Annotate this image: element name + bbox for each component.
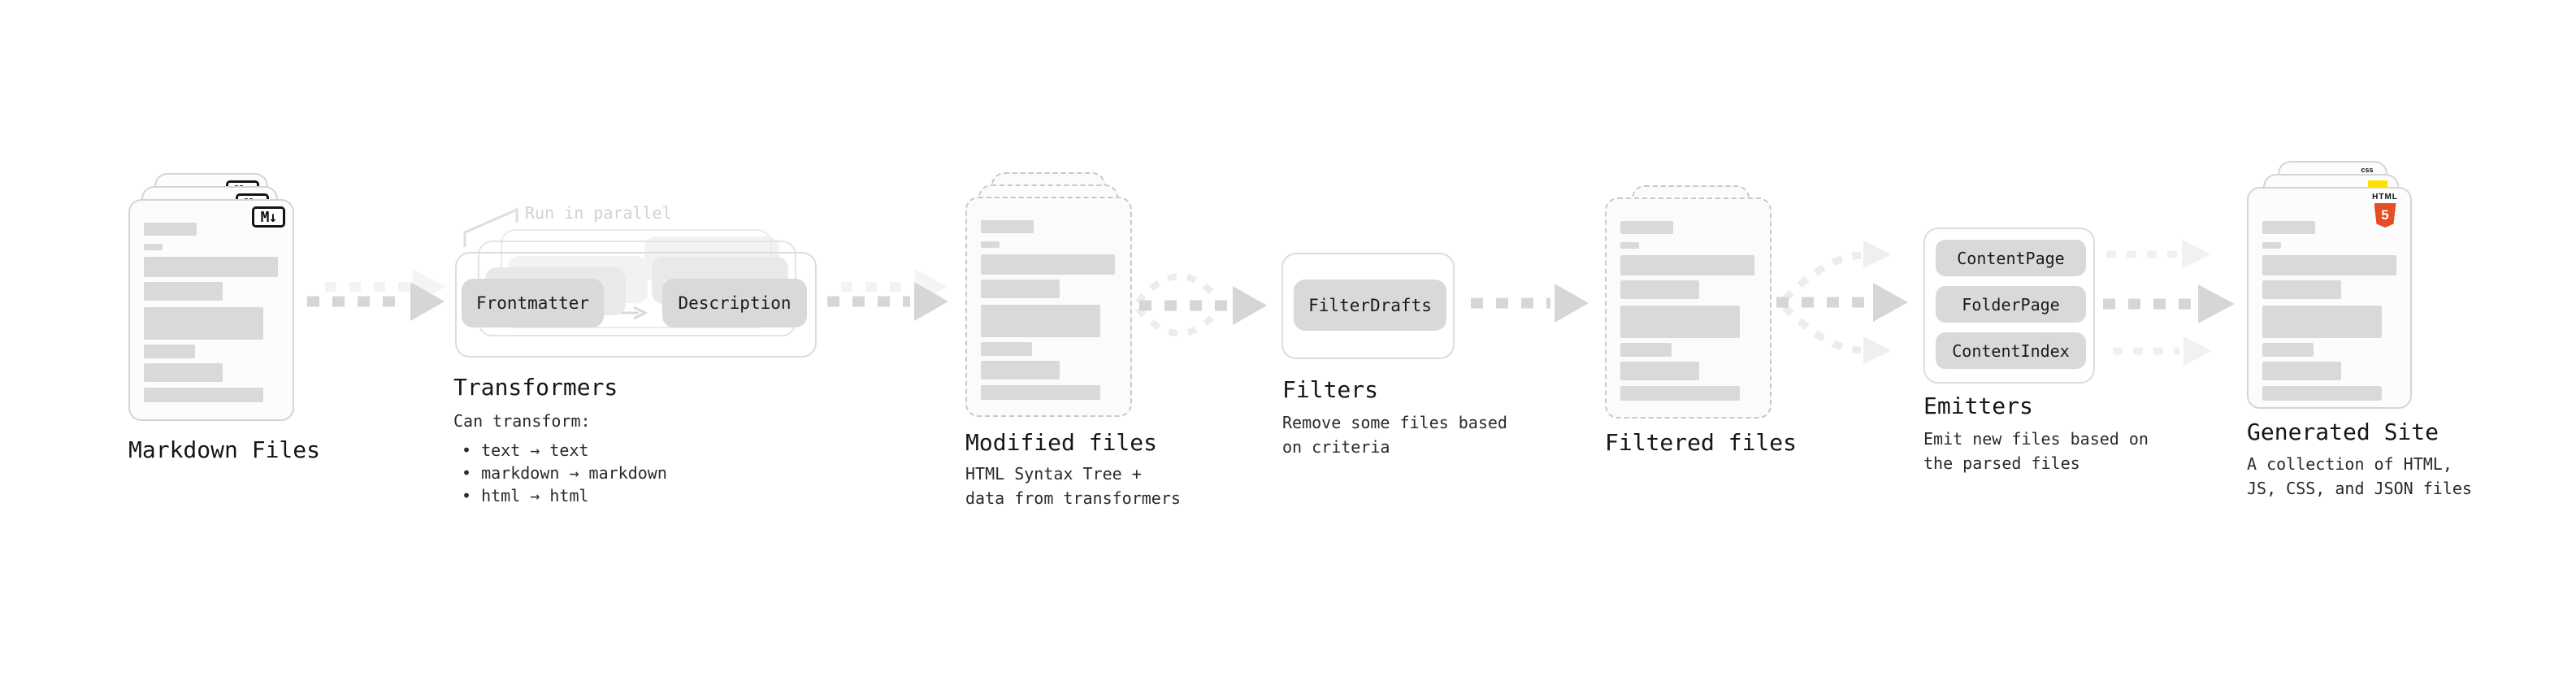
arrow-modified-to-filters bbox=[1134, 273, 1267, 337]
bullet-item: • text → text bbox=[462, 440, 589, 460]
filters-desc: Remove some files based on criteria bbox=[1282, 413, 1507, 457]
emitters-panel: ContentPage FolderPage ContentIndex bbox=[1923, 228, 2095, 384]
filtered-doc-front bbox=[1605, 197, 1772, 419]
bullet-item: • html → html bbox=[462, 486, 589, 505]
generated-site-label: Generated Site bbox=[2247, 419, 2439, 445]
emitter-pill-contentpage: ContentPage bbox=[1936, 240, 2086, 276]
doc-skeleton-lines bbox=[144, 223, 278, 402]
markdown-doc-front: M↓ bbox=[128, 199, 294, 421]
emitter-pill-contentindex: ContentIndex bbox=[1936, 332, 2086, 369]
doc-skeleton-lines bbox=[981, 220, 1115, 400]
modified-files-label: Modified files bbox=[965, 429, 1158, 456]
emitters-desc: Emit new files based on the parsed files bbox=[1923, 429, 2149, 473]
filters-panel: FilterDrafts bbox=[1281, 253, 1455, 359]
arrow-markdown-to-transformers bbox=[307, 269, 445, 321]
transformers-desc-title: Can transform: bbox=[453, 411, 591, 431]
transformer-pill-frontmatter: Frontmatter bbox=[462, 279, 604, 327]
transformer-pill-description: Description bbox=[662, 279, 807, 327]
site-doc-html: HTML 5 bbox=[2247, 187, 2412, 409]
arrow-filtered-to-emitters bbox=[1776, 241, 1908, 364]
filtered-files-label: Filtered files bbox=[1605, 429, 1798, 456]
filters-label: Filters bbox=[1282, 376, 1379, 403]
transformers-label: Transformers bbox=[453, 374, 618, 401]
doc-skeleton-lines bbox=[2262, 221, 2396, 401]
arrow-emitters-to-site bbox=[2103, 240, 2235, 366]
markdown-icon: M↓ bbox=[252, 206, 285, 228]
run-in-parallel-label: Run in parallel bbox=[525, 203, 672, 223]
bullet-item: • markdown → markdown bbox=[462, 463, 667, 483]
html5-icon: HTML 5 bbox=[2366, 193, 2404, 228]
modified-files-desc: HTML Syntax Tree + data from transformer… bbox=[965, 464, 1181, 508]
doc-skeleton-lines bbox=[1620, 221, 1754, 401]
transformer-box-front bbox=[455, 252, 817, 358]
arrow-transformers-to-modified bbox=[827, 269, 948, 321]
generated-site-desc: A collection of HTML, JS, CSS, and JSON … bbox=[2247, 454, 2472, 498]
markdown-files-label: Markdown Files bbox=[128, 436, 321, 463]
modified-doc-front bbox=[965, 197, 1132, 417]
js-file-icon bbox=[2368, 180, 2387, 189]
filter-pill-filterdrafts: FilterDrafts bbox=[1294, 280, 1446, 331]
emitter-pill-folderpage: FolderPage bbox=[1936, 286, 2086, 323]
arrow-filters-to-filtered bbox=[1471, 284, 1589, 323]
transformers-bullet-list: • text → text • markdown → markdown • ht… bbox=[462, 439, 667, 507]
emitters-label: Emitters bbox=[1923, 393, 2033, 419]
